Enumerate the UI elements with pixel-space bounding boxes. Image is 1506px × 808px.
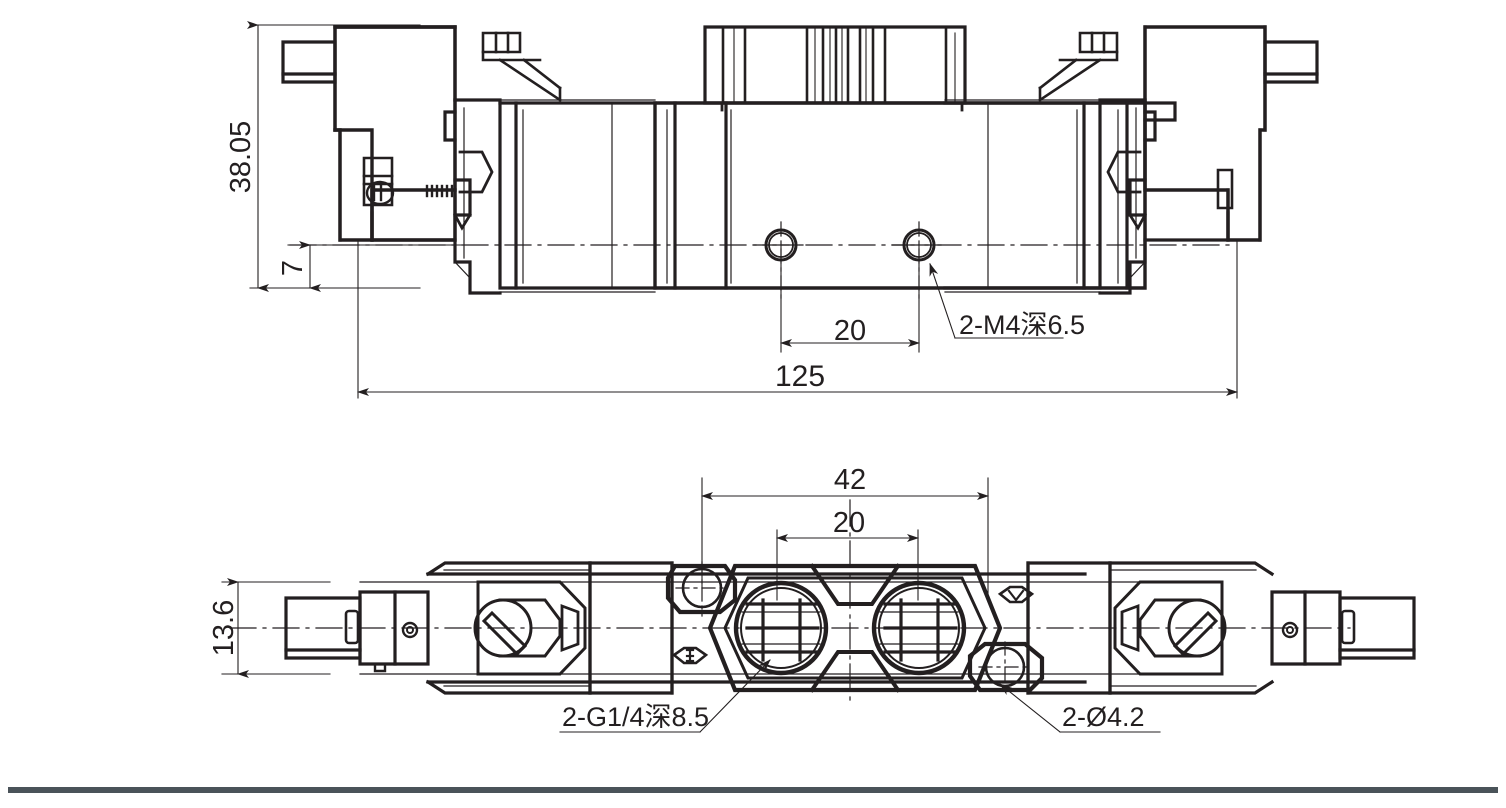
annotation-port-thread: 2-G1/4深8.5 bbox=[562, 702, 709, 732]
dimension-height-overall: 38.05 bbox=[225, 121, 257, 194]
dimension-length-overall: 125 bbox=[775, 360, 825, 393]
screw-right bbox=[1281, 621, 1299, 639]
dimension-hole-pitch-front: 20 bbox=[834, 315, 866, 347]
front-view-dimensions bbox=[247, 21, 1238, 399]
marker-hex-left bbox=[671, 646, 709, 665]
dimension-inner-span: 20 bbox=[833, 507, 865, 539]
dimension-outer-span: 42 bbox=[834, 464, 866, 496]
front-view-geometry bbox=[281, 25, 1319, 301]
annotation-through-holes: 2-Ø4.2 bbox=[1062, 702, 1145, 732]
through-hole-bottom-right bbox=[967, 641, 1045, 695]
dimension-port-axis-height: 7 bbox=[277, 260, 309, 276]
footer-accent-bar bbox=[8, 787, 1498, 793]
screw-left bbox=[401, 621, 419, 639]
dimension-plan-height: 13.6 bbox=[208, 600, 240, 656]
bottom-view-geometry bbox=[229, 499, 1416, 701]
marker-hex-right bbox=[997, 585, 1035, 604]
bottom-view-dimensions bbox=[221, 477, 1161, 733]
annotation-mounting-holes: 2-M4深6.5 bbox=[959, 310, 1085, 340]
